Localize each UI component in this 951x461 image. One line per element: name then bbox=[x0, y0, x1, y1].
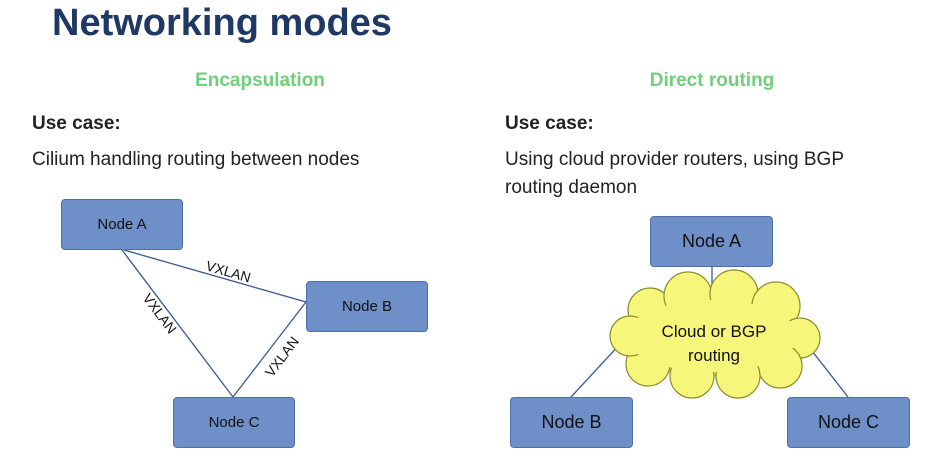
right-node-a: Node A bbox=[650, 216, 773, 267]
left-node-b: Node B bbox=[306, 281, 428, 332]
right-usecase-label: Use case: bbox=[505, 113, 594, 134]
cloud-label-line-1: Cloud or BGP bbox=[661, 322, 767, 341]
right-description-line-2: routing daemon bbox=[505, 177, 638, 198]
left-node-a: Node A bbox=[61, 199, 183, 250]
edge-b-c bbox=[232, 301, 307, 398]
vxlan-label-b-c: VXLAN bbox=[262, 334, 302, 380]
right-node-b: Node B bbox=[510, 397, 633, 448]
right-usecase-description: Using cloud provider routers, using BGP … bbox=[505, 146, 844, 202]
vxlan-label-a-b: VXLAN bbox=[204, 258, 253, 286]
left-node-c: Node C bbox=[173, 397, 295, 448]
vxlan-label-a-c: VXLAN bbox=[140, 290, 180, 336]
left-usecase-label: Use case: bbox=[32, 113, 121, 134]
right-description-line-1: Using cloud provider routers, using BGP bbox=[505, 149, 844, 170]
cloud-label: Cloud or BGP routing bbox=[624, 320, 804, 368]
encapsulation-heading: Encapsulation bbox=[195, 70, 325, 91]
right-node-c: Node C bbox=[787, 397, 910, 448]
direct-routing-heading: Direct routing bbox=[649, 70, 775, 91]
edge-a-c bbox=[121, 249, 234, 398]
left-usecase-description: Cilium handling routing between nodes bbox=[32, 149, 360, 170]
cloud-label-line-2: routing bbox=[688, 346, 740, 365]
edge-cloud-b bbox=[570, 341, 623, 398]
edge-a-b bbox=[123, 249, 307, 303]
page-title: Networking modes bbox=[52, 2, 392, 44]
